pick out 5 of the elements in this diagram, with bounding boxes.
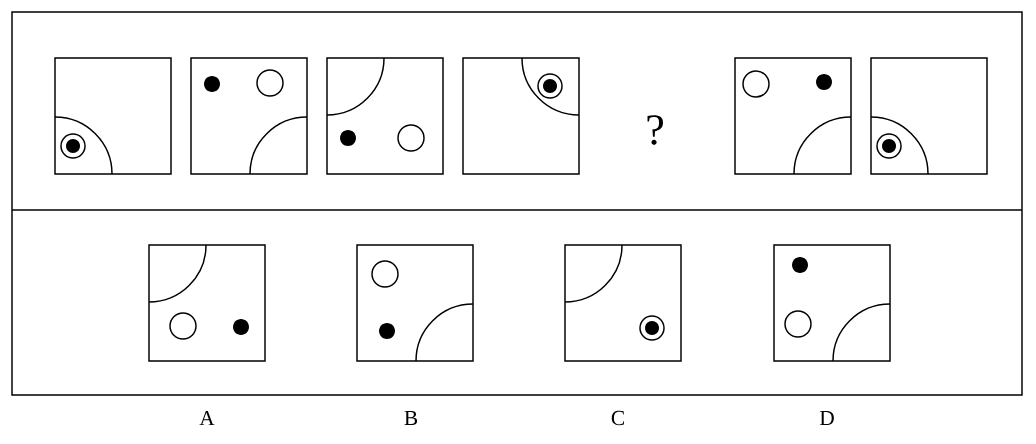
option-label: A (199, 410, 215, 426)
option-label: C (611, 410, 624, 426)
question-mark: ? (647, 115, 663, 145)
option-label: D (819, 411, 834, 425)
option-label: B (404, 411, 418, 425)
